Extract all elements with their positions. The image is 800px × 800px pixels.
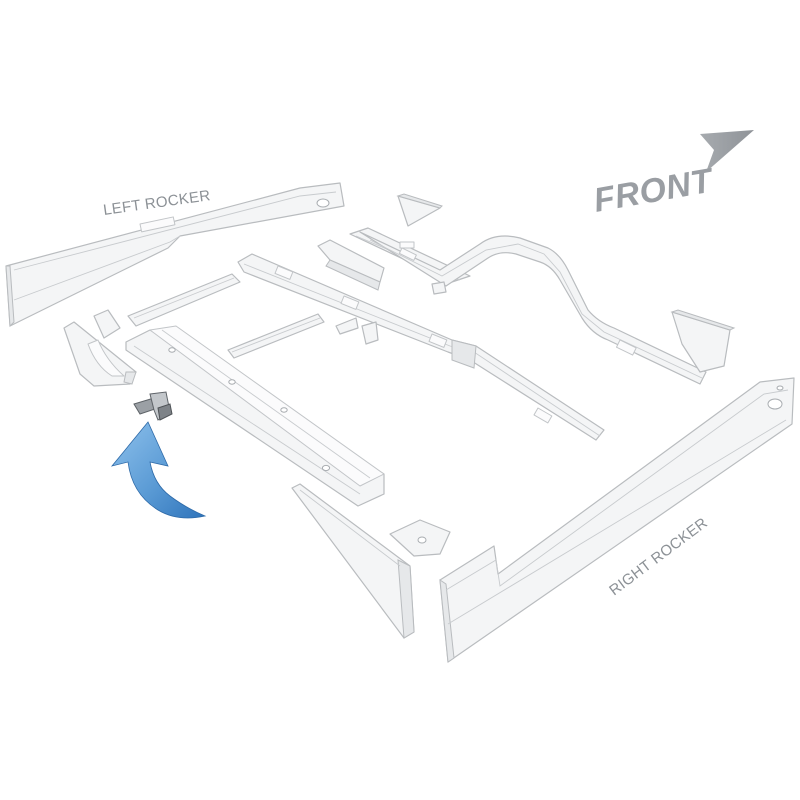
right-corner-bracket[interactable] [670, 309, 736, 373]
right-frame-rail[interactable] [359, 231, 707, 385]
arrowhead-right-icon [700, 130, 754, 172]
curved-arrow-icon [110, 421, 207, 519]
rear-side-panel[interactable] [291, 483, 415, 639]
floor-longitudinal-channel[interactable] [125, 325, 385, 507]
center-frame-rail[interactable] [237, 253, 605, 441]
left-rocker-label: LEFT ROCKER [102, 187, 211, 219]
small-mount-tab[interactable] [431, 281, 447, 295]
left-seat-bracket[interactable] [93, 309, 121, 339]
center-small-bracket[interactable] [335, 317, 379, 345]
left-front-bracket[interactable] [63, 321, 137, 387]
middle-short-brace[interactable] [227, 313, 325, 359]
rear-mount-plate[interactable] [389, 519, 451, 557]
upper-corner-bracket[interactable] [396, 193, 443, 227]
left-short-brace[interactable] [127, 273, 241, 327]
right-rocker-panel[interactable] [439, 377, 795, 663]
highlighted-clip-part[interactable] [133, 391, 173, 421]
left-rocker-panel[interactable] [5, 182, 345, 328]
front-label: FRONT [591, 161, 718, 220]
seat-riser-brace[interactable] [317, 239, 385, 291]
